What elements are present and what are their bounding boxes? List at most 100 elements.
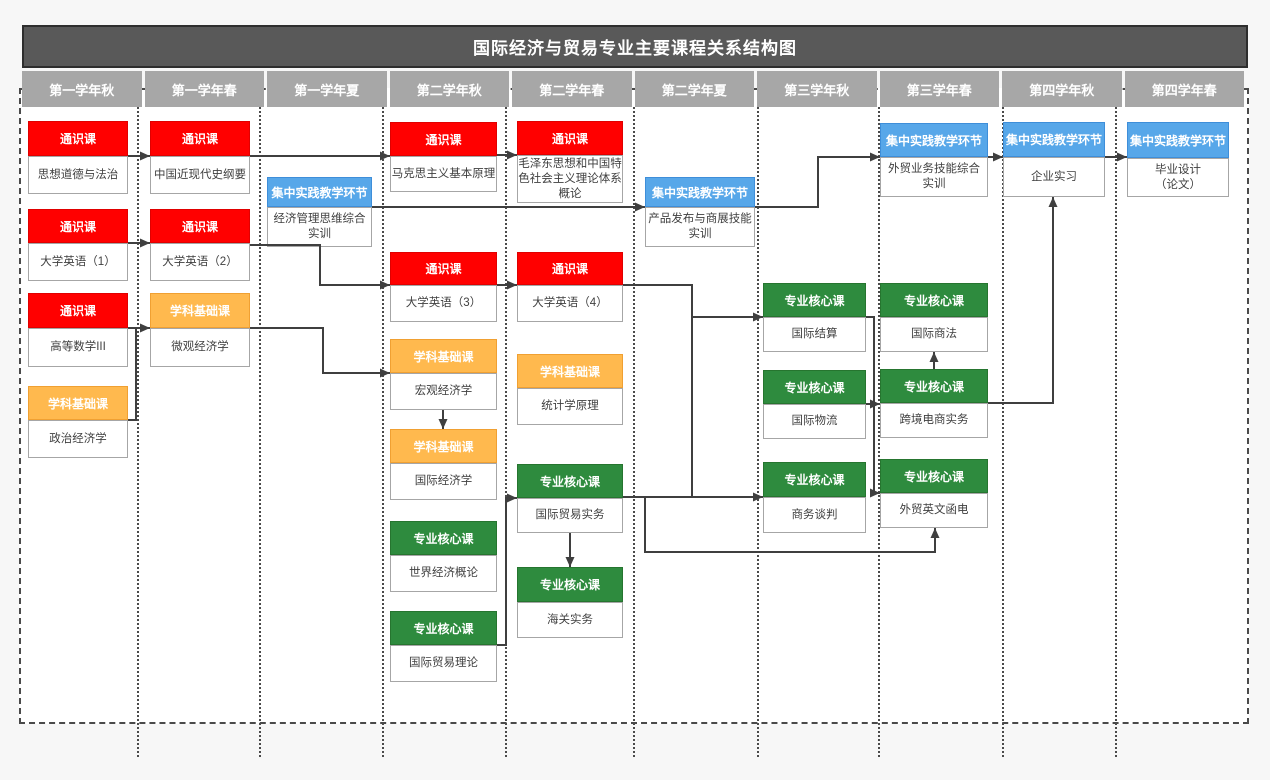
course-box-c10: 通识课大学英语（3）	[390, 252, 497, 322]
course-type-badge: 专业核心课	[517, 464, 623, 498]
course-box-c19: 专业核心课海关实务	[517, 567, 623, 638]
column-separator-6	[757, 107, 759, 757]
course-type-badge: 集中实践教学环节	[267, 177, 372, 207]
course-type-badge: 通识课	[150, 209, 250, 243]
course-box-c29: 集中实践教学环节毕业设计 （论文）	[1127, 122, 1229, 197]
semester-header-5: 第二学年春	[512, 71, 632, 107]
course-box-c05: 通识课中国近现代史纲要	[150, 121, 250, 194]
course-name: 海关实务	[517, 602, 623, 638]
course-box-c21: 专业核心课国际结算	[763, 283, 866, 352]
semester-header-10: 第四学年春	[1124, 71, 1244, 107]
course-name: 宏观经济学	[390, 373, 497, 410]
course-type-badge: 专业核心课	[517, 567, 623, 602]
course-type-badge: 通识课	[150, 121, 250, 156]
course-type-badge: 通识课	[390, 122, 497, 156]
semester-header-4: 第二学年秋	[389, 71, 509, 107]
course-name: 毛泽东思想和中国特 色社会主义理论体系 概论	[517, 155, 623, 203]
course-type-badge: 学科基础课	[28, 386, 128, 420]
course-name: 国际结算	[763, 317, 866, 352]
course-name: 国际贸易理论	[390, 645, 497, 682]
course-name: 商务谈判	[763, 497, 866, 533]
semester-header-2: 第一学年春	[144, 71, 264, 107]
semester-header-3: 第一学年夏	[267, 71, 387, 107]
course-name: 外贸业务技能综合 实训	[880, 157, 988, 197]
course-name: 企业实习	[1003, 157, 1105, 197]
course-type-badge: 专业核心课	[763, 370, 866, 404]
column-separator-9	[1115, 107, 1117, 757]
course-box-c04: 学科基础课政治经济学	[28, 386, 128, 458]
course-box-c17: 学科基础课统计学原理	[517, 354, 623, 425]
course-type-badge: 专业核心课	[390, 611, 497, 645]
course-name: 高等数学III	[28, 328, 128, 367]
course-box-c22: 专业核心课国际物流	[763, 370, 866, 439]
course-box-c18: 专业核心课国际贸易实务	[517, 464, 623, 533]
course-box-c01: 通识课思想道德与法治	[28, 121, 128, 194]
course-type-badge: 集中实践教学环节	[1127, 122, 1229, 158]
course-type-badge: 专业核心课	[763, 283, 866, 317]
column-separator-3	[382, 107, 384, 757]
column-separator-2	[259, 107, 261, 757]
course-type-badge: 学科基础课	[150, 293, 250, 328]
course-type-badge: 通识课	[28, 293, 128, 328]
course-name: 国际经济学	[390, 463, 497, 500]
course-name: 统计学原理	[517, 388, 623, 425]
semester-header-7: 第三学年秋	[757, 71, 877, 107]
course-type-badge: 专业核心课	[880, 283, 988, 317]
column-separator-1	[137, 107, 139, 757]
course-name: 大学英语（3）	[390, 285, 497, 322]
course-name: 外贸英文函电	[880, 493, 988, 528]
course-box-c03: 通识课高等数学III	[28, 293, 128, 367]
course-type-badge: 通识课	[517, 252, 623, 285]
course-type-badge: 专业核心课	[390, 521, 497, 555]
course-name: 大学英语（2）	[150, 243, 250, 281]
course-type-badge: 学科基础课	[517, 354, 623, 388]
course-box-c16: 通识课大学英语（4）	[517, 252, 623, 322]
course-box-c07: 学科基础课微观经济学	[150, 293, 250, 367]
course-type-badge: 专业核心课	[880, 459, 988, 493]
course-name: 微观经济学	[150, 328, 250, 367]
course-box-c28: 集中实践教学环节企业实习	[1003, 122, 1105, 197]
course-box-c25: 专业核心课国际商法	[880, 283, 988, 352]
course-box-c14: 专业核心课国际贸易理论	[390, 611, 497, 682]
course-name: 马克思主义基本原理	[390, 156, 497, 192]
course-box-c08: 集中实践教学环节经济管理思维综合 实训	[267, 177, 372, 247]
course-box-c02: 通识课大学英语（1）	[28, 209, 128, 281]
course-name: 政治经济学	[28, 420, 128, 458]
course-type-badge: 通识课	[28, 121, 128, 156]
course-type-badge: 专业核心课	[763, 462, 866, 497]
course-type-badge: 集中实践教学环节	[645, 177, 755, 207]
course-type-badge: 学科基础课	[390, 429, 497, 463]
course-name: 跨境电商实务	[880, 403, 988, 438]
course-name: 国际贸易实务	[517, 498, 623, 533]
course-type-badge: 集中实践教学环节	[1003, 122, 1105, 157]
column-separator-4	[505, 107, 507, 757]
course-name: 产品发布与商展技能 实训	[645, 207, 755, 247]
column-separator-8	[1002, 107, 1004, 757]
course-type-badge: 通识课	[390, 252, 497, 285]
course-box-c24: 集中实践教学环节外贸业务技能综合 实训	[880, 123, 988, 197]
course-type-badge: 专业核心课	[880, 369, 988, 403]
semester-header-9: 第四学年秋	[1002, 71, 1122, 107]
course-name: 经济管理思维综合 实训	[267, 207, 372, 247]
course-box-c13: 专业核心课世界经济概论	[390, 521, 497, 592]
course-name: 大学英语（4）	[517, 285, 623, 322]
course-name: 中国近现代史纲要	[150, 156, 250, 194]
course-name: 大学英语（1）	[28, 243, 128, 281]
course-box-c06: 通识课大学英语（2）	[150, 209, 250, 281]
course-name: 毕业设计 （论文）	[1127, 158, 1229, 197]
column-separator-5	[633, 107, 635, 757]
course-type-badge: 通识课	[28, 209, 128, 243]
course-box-c23: 专业核心课商务谈判	[763, 462, 866, 533]
course-name: 国际商法	[880, 317, 988, 352]
course-box-c11: 学科基础课宏观经济学	[390, 339, 497, 410]
course-box-c27: 专业核心课外贸英文函电	[880, 459, 988, 528]
semester-header-1: 第一学年秋	[22, 71, 142, 107]
course-type-badge: 通识课	[517, 121, 623, 155]
course-name: 思想道德与法治	[28, 156, 128, 194]
course-box-c26: 专业核心课跨境电商实务	[880, 369, 988, 438]
semester-header-8: 第三学年春	[879, 71, 999, 107]
course-box-c09: 通识课马克思主义基本原理	[390, 122, 497, 192]
course-box-c15: 通识课毛泽东思想和中国特 色社会主义理论体系 概论	[517, 121, 623, 203]
course-box-c12: 学科基础课国际经济学	[390, 429, 497, 500]
